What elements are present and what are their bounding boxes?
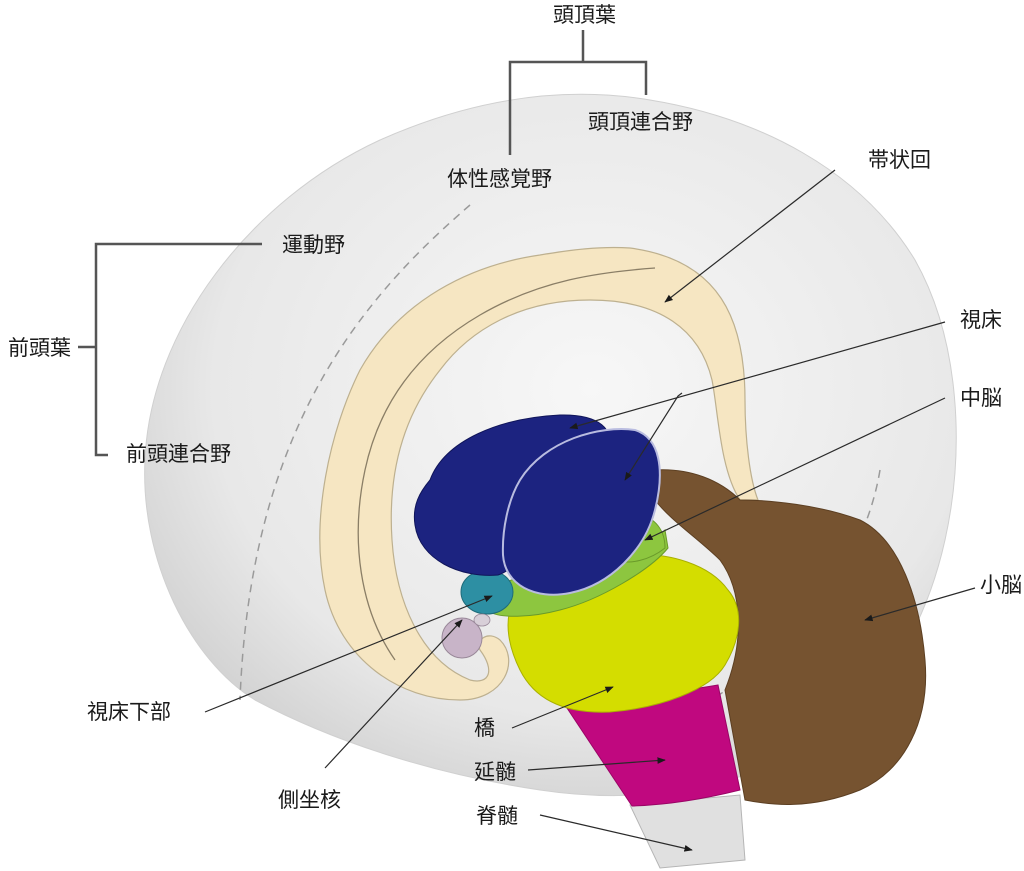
label-cerebellum: 小脳 — [980, 573, 1022, 597]
cingulate-inner-line — [357, 267, 656, 661]
label-thalamus: 視床 — [960, 308, 1002, 332]
label-pons: 橋 — [474, 716, 495, 740]
label-hypothalamus: 視床下部 — [87, 700, 171, 724]
bracket-lines — [78, 30, 648, 457]
leader-cingulate — [664, 169, 836, 303]
hypothalamus-shape — [460, 569, 514, 615]
thalamus-right-shape — [501, 428, 661, 596]
spinal-cord-shape — [629, 794, 746, 869]
label-parietal-lobe: 頭頂葉 — [553, 3, 616, 27]
label-spinal-cord: 脊髄 — [476, 804, 518, 828]
label-medulla: 延髄 — [474, 760, 516, 784]
leader-spinal — [539, 814, 693, 852]
leader-thalamus — [569, 321, 946, 430]
label-parietal-association-area: 頭頂連合野 — [588, 110, 693, 134]
leader-accumbens — [324, 619, 463, 769]
cerebellum-shape — [654, 469, 927, 805]
label-frontal-lobe: 前頭葉 — [8, 336, 71, 360]
leader-medulla — [527, 757, 666, 771]
leader-hypothalamus — [204, 595, 493, 713]
label-cingulate-gyrus: 帯状回 — [868, 148, 931, 172]
nucleus-accumbens-shape — [441, 617, 483, 659]
leader-cerebellum — [864, 587, 976, 622]
label-prefrontal-association-area: 前頭連合野 — [126, 442, 231, 466]
parietal-bracket — [508, 60, 648, 155]
cingulate-gyrus-shape — [319, 246, 759, 701]
leader-pons — [511, 686, 614, 729]
label-midbrain: 中脳 — [960, 386, 1002, 410]
frontal-bracket — [94, 242, 262, 457]
leader-thalamus-2 — [624, 392, 683, 481]
leader-lines — [204, 169, 976, 852]
central-sulcus-line — [239, 204, 471, 701]
label-nucleus-accumbens: 側坐核 — [278, 788, 341, 812]
nucleus-accumbens-small-shape — [473, 613, 491, 627]
label-somatosensory-area: 体性感覚野 — [447, 167, 552, 191]
label-motor-area: 運動野 — [282, 233, 345, 257]
leader-midbrain — [644, 397, 946, 541]
